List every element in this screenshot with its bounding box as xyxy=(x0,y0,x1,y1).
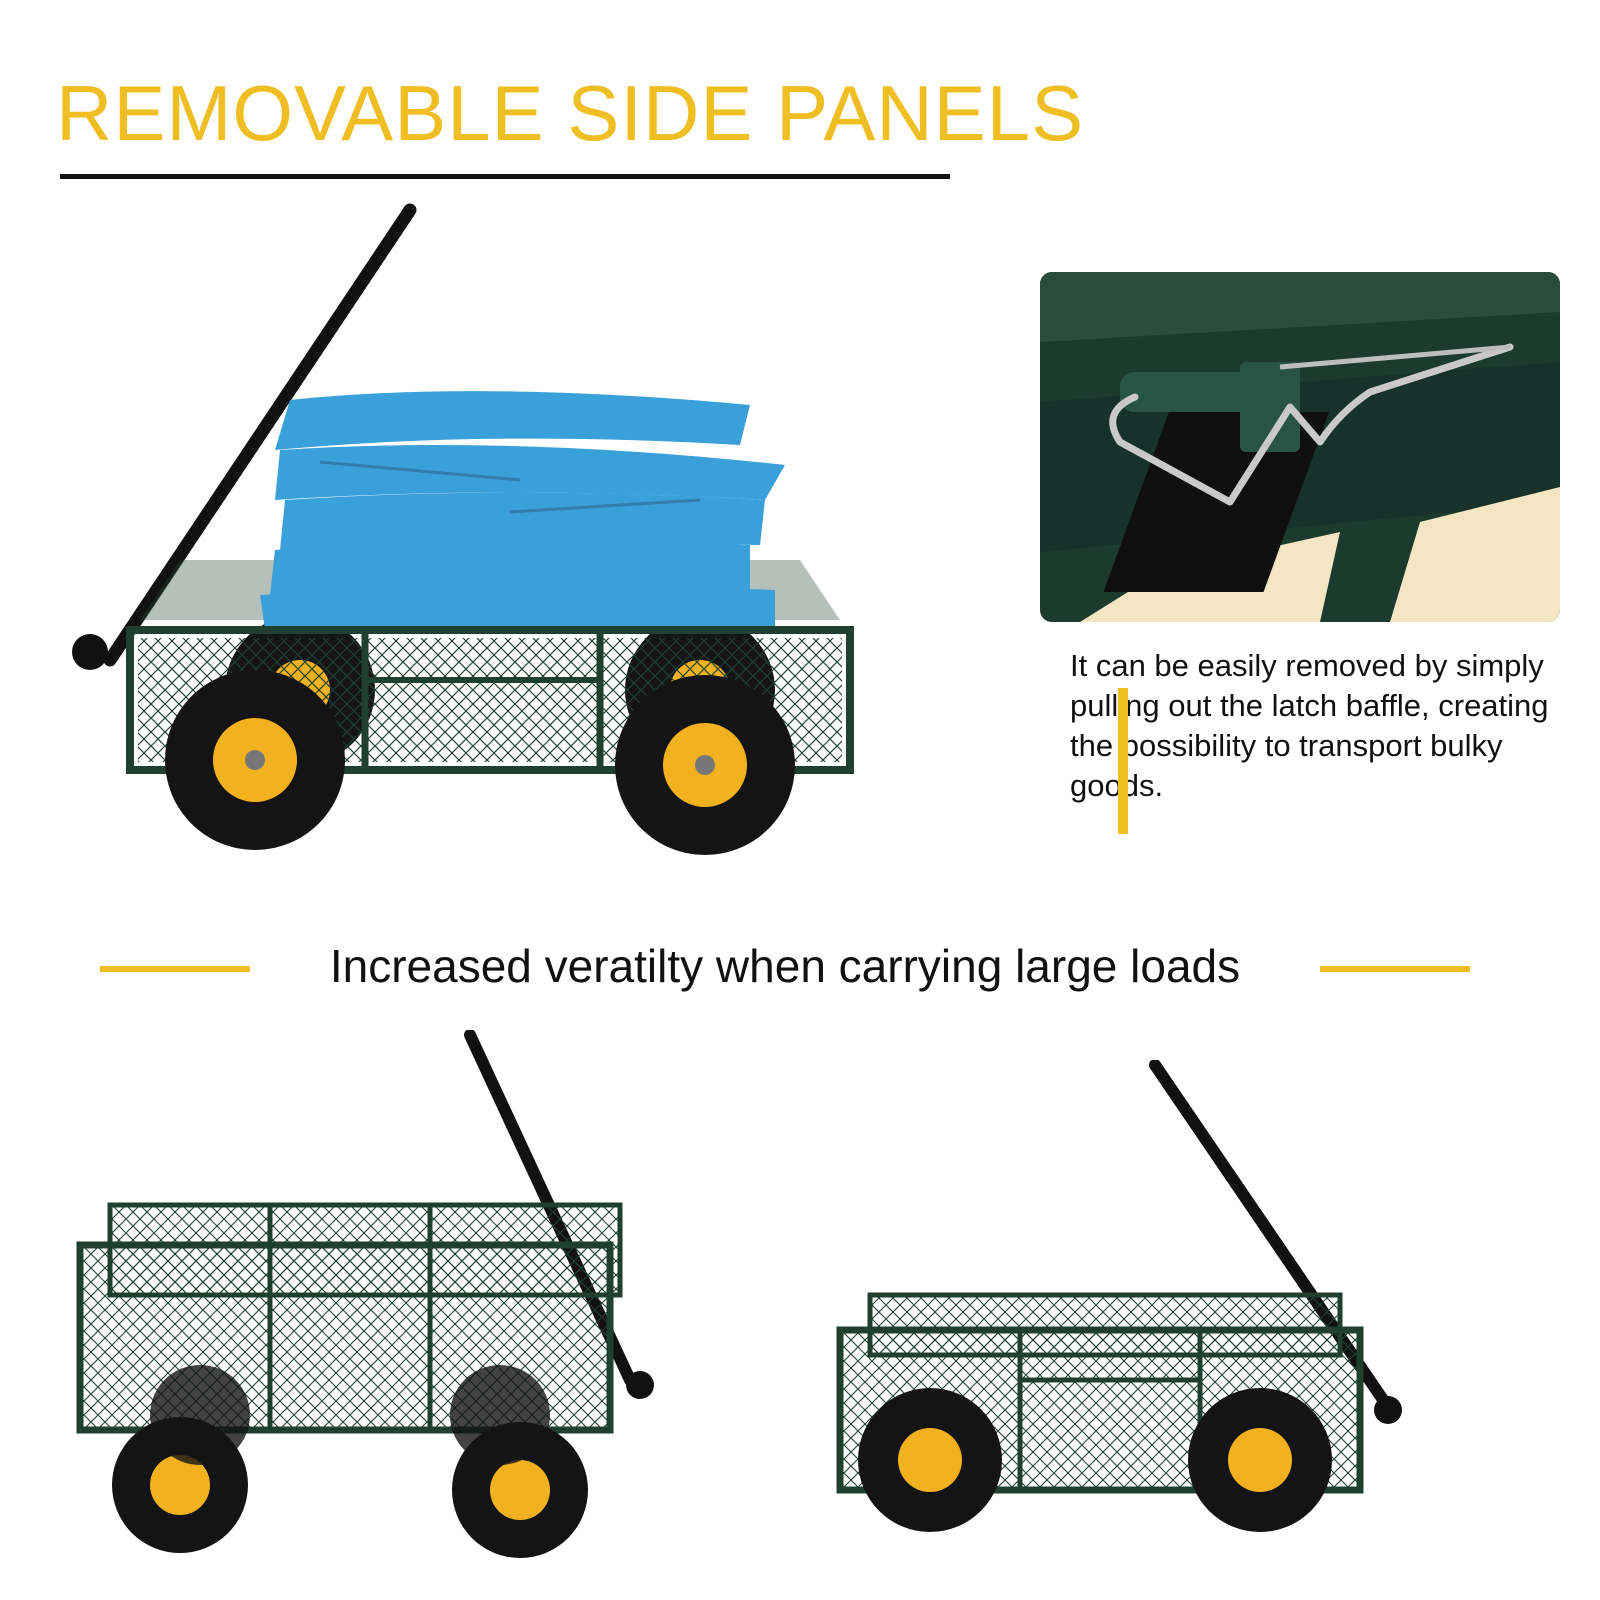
latch-closeup-image xyxy=(1040,272,1560,622)
section-subtitle: Increased veratilty when carrying large … xyxy=(329,940,1241,992)
page-title: REMOVABLE SIDE PANELS xyxy=(56,69,1085,157)
subtitle-rule-right xyxy=(1320,966,1470,972)
latch-description: It can be easily removed by simply pulli… xyxy=(1070,648,1549,803)
cart-with-panels-image xyxy=(70,1029,690,1590)
cart-loaded-image xyxy=(60,200,890,890)
subtitle-rule-left xyxy=(100,966,250,972)
cart-side-view-image xyxy=(830,1059,1430,1570)
description-accent-bar xyxy=(1118,688,1128,834)
title-underline xyxy=(60,174,950,179)
